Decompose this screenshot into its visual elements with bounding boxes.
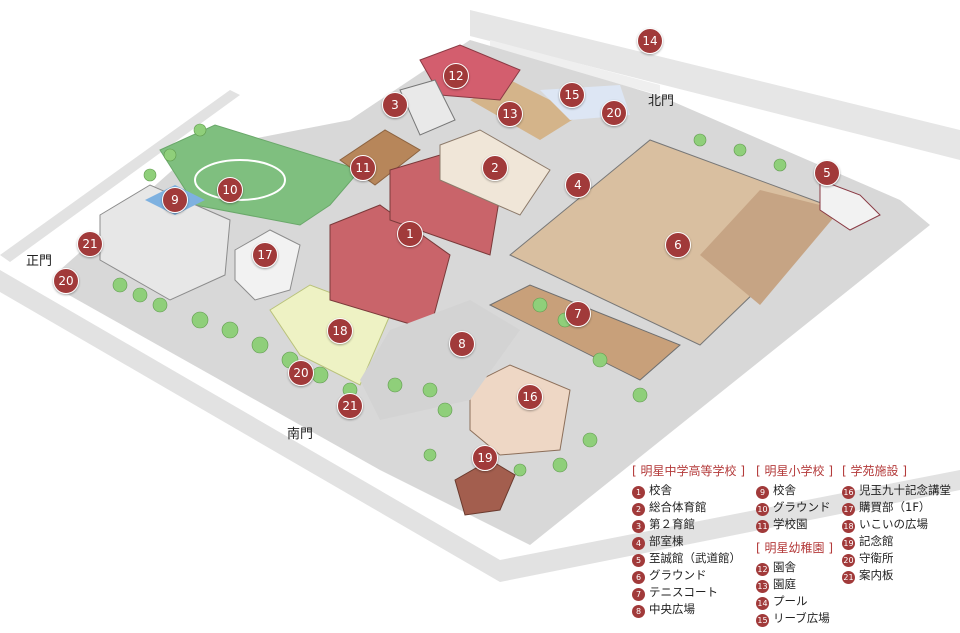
map-marker-17[interactable]: 17 bbox=[252, 242, 278, 268]
legend-number-badge: 8 bbox=[632, 605, 645, 618]
map-marker-6[interactable]: 6 bbox=[665, 232, 691, 258]
map-marker-20[interactable]: 20 bbox=[601, 100, 627, 126]
main-gate-label: 正門 bbox=[26, 254, 53, 269]
map-marker-10[interactable]: 10 bbox=[217, 177, 243, 203]
map-marker-2[interactable]: 2 bbox=[482, 155, 508, 181]
auditorium bbox=[469, 364, 571, 456]
main-ground-infield bbox=[700, 190, 840, 305]
second-gym bbox=[399, 79, 456, 136]
map-marker-16[interactable]: 16 bbox=[517, 384, 543, 410]
map-marker-1[interactable]: 1 bbox=[397, 221, 423, 247]
road-north bbox=[470, 10, 960, 160]
legend-number-badge: 18 bbox=[842, 520, 855, 533]
legend-number-badge: 1 bbox=[632, 486, 645, 499]
trees bbox=[112, 123, 787, 477]
map-marker-15[interactable]: 15 bbox=[559, 82, 585, 108]
map-marker-8[interactable]: 8 bbox=[449, 331, 475, 357]
legend-number-badge: 4 bbox=[632, 537, 645, 550]
map-marker-3[interactable]: 3 bbox=[382, 92, 408, 118]
legend-heading: [ 学苑施設 ] bbox=[842, 464, 908, 478]
legend-number-badge: 13 bbox=[756, 580, 769, 593]
running-track bbox=[194, 159, 286, 201]
legend-heading: [ 明星小学校 ] bbox=[756, 464, 834, 478]
map-marker-21[interactable]: 21 bbox=[337, 393, 363, 419]
legend-number-badge: 7 bbox=[632, 588, 645, 601]
legend-number-badge: 14 bbox=[756, 597, 769, 610]
map-marker-13[interactable]: 13 bbox=[497, 101, 523, 127]
legend-number-badge: 10 bbox=[756, 503, 769, 516]
legend-number-badge: 12 bbox=[756, 563, 769, 576]
legend-number-badge: 19 bbox=[842, 537, 855, 550]
legend-heading: [ 明星中学高等学校 ] bbox=[632, 464, 746, 478]
south-gate-label: 南門 bbox=[287, 427, 314, 442]
map-marker-11[interactable]: 11 bbox=[350, 155, 376, 181]
map-marker-12[interactable]: 12 bbox=[443, 63, 469, 89]
legend-number-badge: 9 bbox=[756, 486, 769, 499]
legend-number-badge: 17 bbox=[842, 503, 855, 516]
legend-number-badge: 11 bbox=[756, 520, 769, 533]
road-north-inner bbox=[490, 40, 660, 95]
map-marker-21[interactable]: 21 bbox=[77, 231, 103, 257]
map-marker-19[interactable]: 19 bbox=[472, 445, 498, 471]
map-marker-20[interactable]: 20 bbox=[53, 268, 79, 294]
map-marker-7[interactable]: 7 bbox=[565, 301, 591, 327]
map-marker-20[interactable]: 20 bbox=[288, 360, 314, 386]
road-west bbox=[0, 90, 240, 262]
map-marker-18[interactable]: 18 bbox=[327, 318, 353, 344]
legend-number-badge: 16 bbox=[842, 486, 855, 499]
map-marker-14[interactable]: 14 bbox=[637, 28, 663, 54]
north-gate-label: 北門 bbox=[648, 94, 675, 109]
legend-number-badge: 6 bbox=[632, 571, 645, 584]
legend-number-badge: 21 bbox=[842, 571, 855, 584]
legend-number-badge: 15 bbox=[756, 614, 769, 627]
legend-number-badge: 5 bbox=[632, 554, 645, 567]
legend-number-badge: 3 bbox=[632, 520, 645, 533]
elementary-building bbox=[99, 184, 231, 301]
legend-number-badge: 20 bbox=[842, 554, 855, 567]
map-marker-9[interactable]: 9 bbox=[162, 187, 188, 213]
legend-heading: [ 明星幼稚園 ] bbox=[756, 541, 834, 555]
map-marker-5[interactable]: 5 bbox=[814, 160, 840, 186]
budokan bbox=[819, 179, 881, 231]
map-marker-4[interactable]: 4 bbox=[565, 172, 591, 198]
legend-number-badge: 2 bbox=[632, 503, 645, 516]
